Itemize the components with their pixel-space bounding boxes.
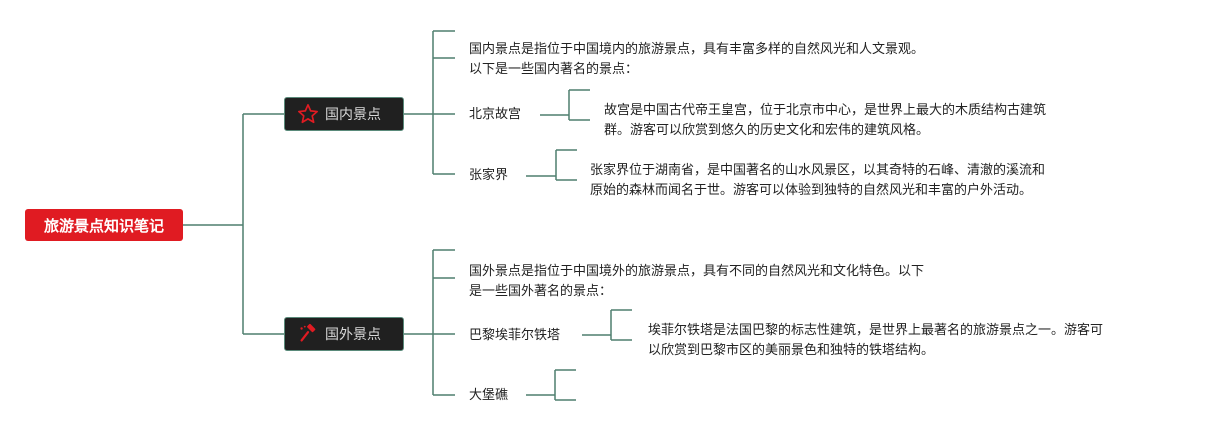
item-beijing[interactable]: 北京故宫	[469, 107, 522, 122]
root-title: 旅游景点知识笔记	[43, 216, 164, 235]
topic-domestic[interactable]: 国内景点	[284, 97, 404, 131]
zhangjiajie-desc: 张家界位于湖南省，是中国著名的山水风景区，以其奇特的石峰、清澈的溪流和 原始的森…	[590, 161, 1045, 201]
paris-desc-line1: 埃菲尔铁塔是法国巴黎的标志性建筑，是世界上最著名的旅游景点之一。游客可	[648, 323, 1104, 338]
paris-desc-line2: 以欣赏到巴黎市区的美丽景色和独特的铁塔结构。	[648, 343, 935, 358]
domestic-intro: 国内景点是指位于中国境内的旅游景点，具有丰富多样的自然风光和人文景观。 以下是一…	[469, 40, 924, 80]
connector-beijing	[540, 89, 590, 121]
root-node[interactable]: 旅游景点知识笔记	[25, 209, 183, 241]
topic-foreign[interactable]: 国外景点	[284, 317, 404, 351]
zhangjiajie-desc-line1: 张家界位于湖南省，是中国著名的山水风景区，以其奇特的石峰、清澈的溪流和	[590, 163, 1046, 178]
star-icon	[297, 103, 319, 125]
foreign-intro: 国外景点是指位于中国境外的旅游景点，具有不同的自然风光和文化特色。以下 是一些国…	[469, 262, 924, 302]
domestic-intro-line1: 国内景点是指位于中国境内的旅游景点，具有丰富多样的自然风光和人文景观。	[469, 42, 925, 57]
zhangjiajie-desc-line2: 原始的森林而闻名于世。游客可以体验到独特的自然风光和丰富的户外活动。	[590, 183, 1033, 198]
foreign-intro-line2: 是一些国外著名的景点：	[469, 284, 613, 299]
connector-root	[183, 113, 285, 335]
topic-foreign-title: 国外景点	[325, 327, 381, 343]
item-zhangjiajie[interactable]: 张家界	[469, 168, 509, 183]
hammer-icon	[297, 323, 319, 345]
connector-domestic	[404, 30, 455, 175]
beijing-desc-line2: 群。游客可以欣赏到悠久的历史文化和宏伟的建筑风格。	[604, 123, 930, 138]
connector-foreign	[404, 249, 455, 396]
beijing-desc-line1: 故宫是中国古代帝王皇宫，位于北京市中心，是世界上最大的木质结构古建筑	[604, 103, 1047, 118]
item-paris[interactable]: 巴黎埃菲尔铁塔	[469, 328, 561, 343]
paris-desc: 埃菲尔铁塔是法国巴黎的标志性建筑，是世界上最著名的旅游景点之一。游客可 以欣赏到…	[648, 321, 1103, 361]
connector-barrier-reef	[526, 369, 576, 401]
domestic-intro-line2: 以下是一些国内著名的景点：	[469, 62, 639, 77]
item-barrier-reef[interactable]: 大堡礁	[469, 388, 509, 403]
topic-domestic-title: 国内景点	[325, 107, 381, 123]
beijing-desc: 故宫是中国古代帝王皇宫，位于北京市中心，是世界上最大的木质结构古建筑 群。游客可…	[604, 101, 1046, 141]
foreign-intro-line1: 国外景点是指位于中国境外的旅游景点，具有不同的自然风光和文化特色。以下	[469, 264, 925, 279]
connector-paris	[582, 309, 632, 341]
connector-zhangjiajie	[526, 149, 577, 181]
